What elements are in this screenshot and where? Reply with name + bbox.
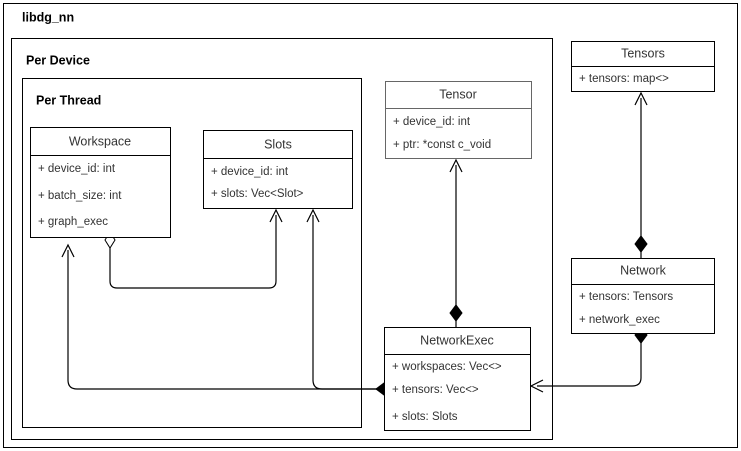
package-title: libdg_nn	[22, 10, 74, 24]
class-network-frame	[571, 258, 715, 334]
class-networkexec-title: NetworkExec	[420, 333, 494, 347]
class-workspace-attr-1: + batch_size: int	[38, 190, 122, 202]
group-per-device-label: Per Device	[26, 53, 90, 67]
class-network-attr-1: + network_exec	[579, 314, 660, 326]
class-slots-attr-1: + slots: Vec<Slot>	[211, 188, 304, 200]
connector-network-networkexec	[537, 342, 642, 387]
group-per-device-frame	[11, 38, 553, 440]
class-slots-attr-0: + device_id: int	[211, 166, 289, 178]
group-per-thread-frame	[22, 78, 362, 428]
class-workspace-frame	[30, 127, 171, 238]
arrowhead-tensor-bottom	[449, 158, 463, 173]
connector-networkexec-workspace	[67, 250, 384, 390]
arrowhead-slots-left	[269, 208, 283, 223]
class-tensor-attr-0: + device_id: int	[393, 116, 471, 128]
class-workspace-attr-0: + device_id: int	[38, 163, 116, 175]
class-networkexec-attr-0: + workspaces: Vec<>	[392, 361, 502, 373]
connector-workspace-slots	[109, 215, 277, 289]
arrowhead-workspace-bottom	[61, 243, 75, 258]
arrowhead-slots-right	[306, 208, 320, 223]
class-networkexec-attr-2: + slots: Slots	[392, 411, 458, 423]
diamond-filled-networkexec-top	[449, 304, 463, 322]
class-networkexec-attr-1: + tensors: Vec<>	[392, 384, 479, 396]
group-per-thread-label: Per Thread	[36, 93, 101, 107]
class-box-workspace[interactable]: Workspace + device_id: int + batch_size:…	[30, 127, 171, 238]
class-tensors-title: Tensors	[621, 46, 665, 60]
class-box-slots[interactable]: Slots + device_id: int + slots: Vec<Slot…	[203, 130, 353, 209]
class-slots-frame	[203, 130, 353, 209]
package-outer-frame	[3, 3, 738, 448]
arrowhead-tensors-bottom	[634, 91, 648, 106]
class-network-attr-0: + tensors: Tensors	[579, 291, 673, 303]
class-box-networkexec[interactable]: NetworkExec + workspaces: Vec<> + tensor…	[384, 327, 531, 431]
class-box-tensors[interactable]: Tensors + tensors: map<>	[571, 41, 715, 92]
diamond-filled-network-top	[634, 235, 648, 253]
connector-networkexec-slots	[312, 215, 384, 390]
class-slots-title: Slots	[264, 137, 292, 151]
class-networkexec-frame	[384, 327, 531, 431]
class-box-tensor[interactable]: Tensor + device_id: int + ptr: *const c_…	[385, 81, 532, 159]
class-tensor-title: Tensor	[439, 87, 477, 101]
class-tensor-frame	[385, 81, 532, 159]
class-workspace-attr-2: + graph_exec	[38, 216, 108, 228]
class-tensor-attr-1: + ptr: *const c_void	[393, 139, 491, 151]
class-network-title: Network	[620, 263, 667, 277]
class-tensors-attr-0: + tensors: map<>	[579, 73, 669, 85]
class-workspace-title: Workspace	[69, 134, 131, 148]
class-box-network[interactable]: Network + tensors: Tensors + network_exe…	[571, 258, 715, 334]
